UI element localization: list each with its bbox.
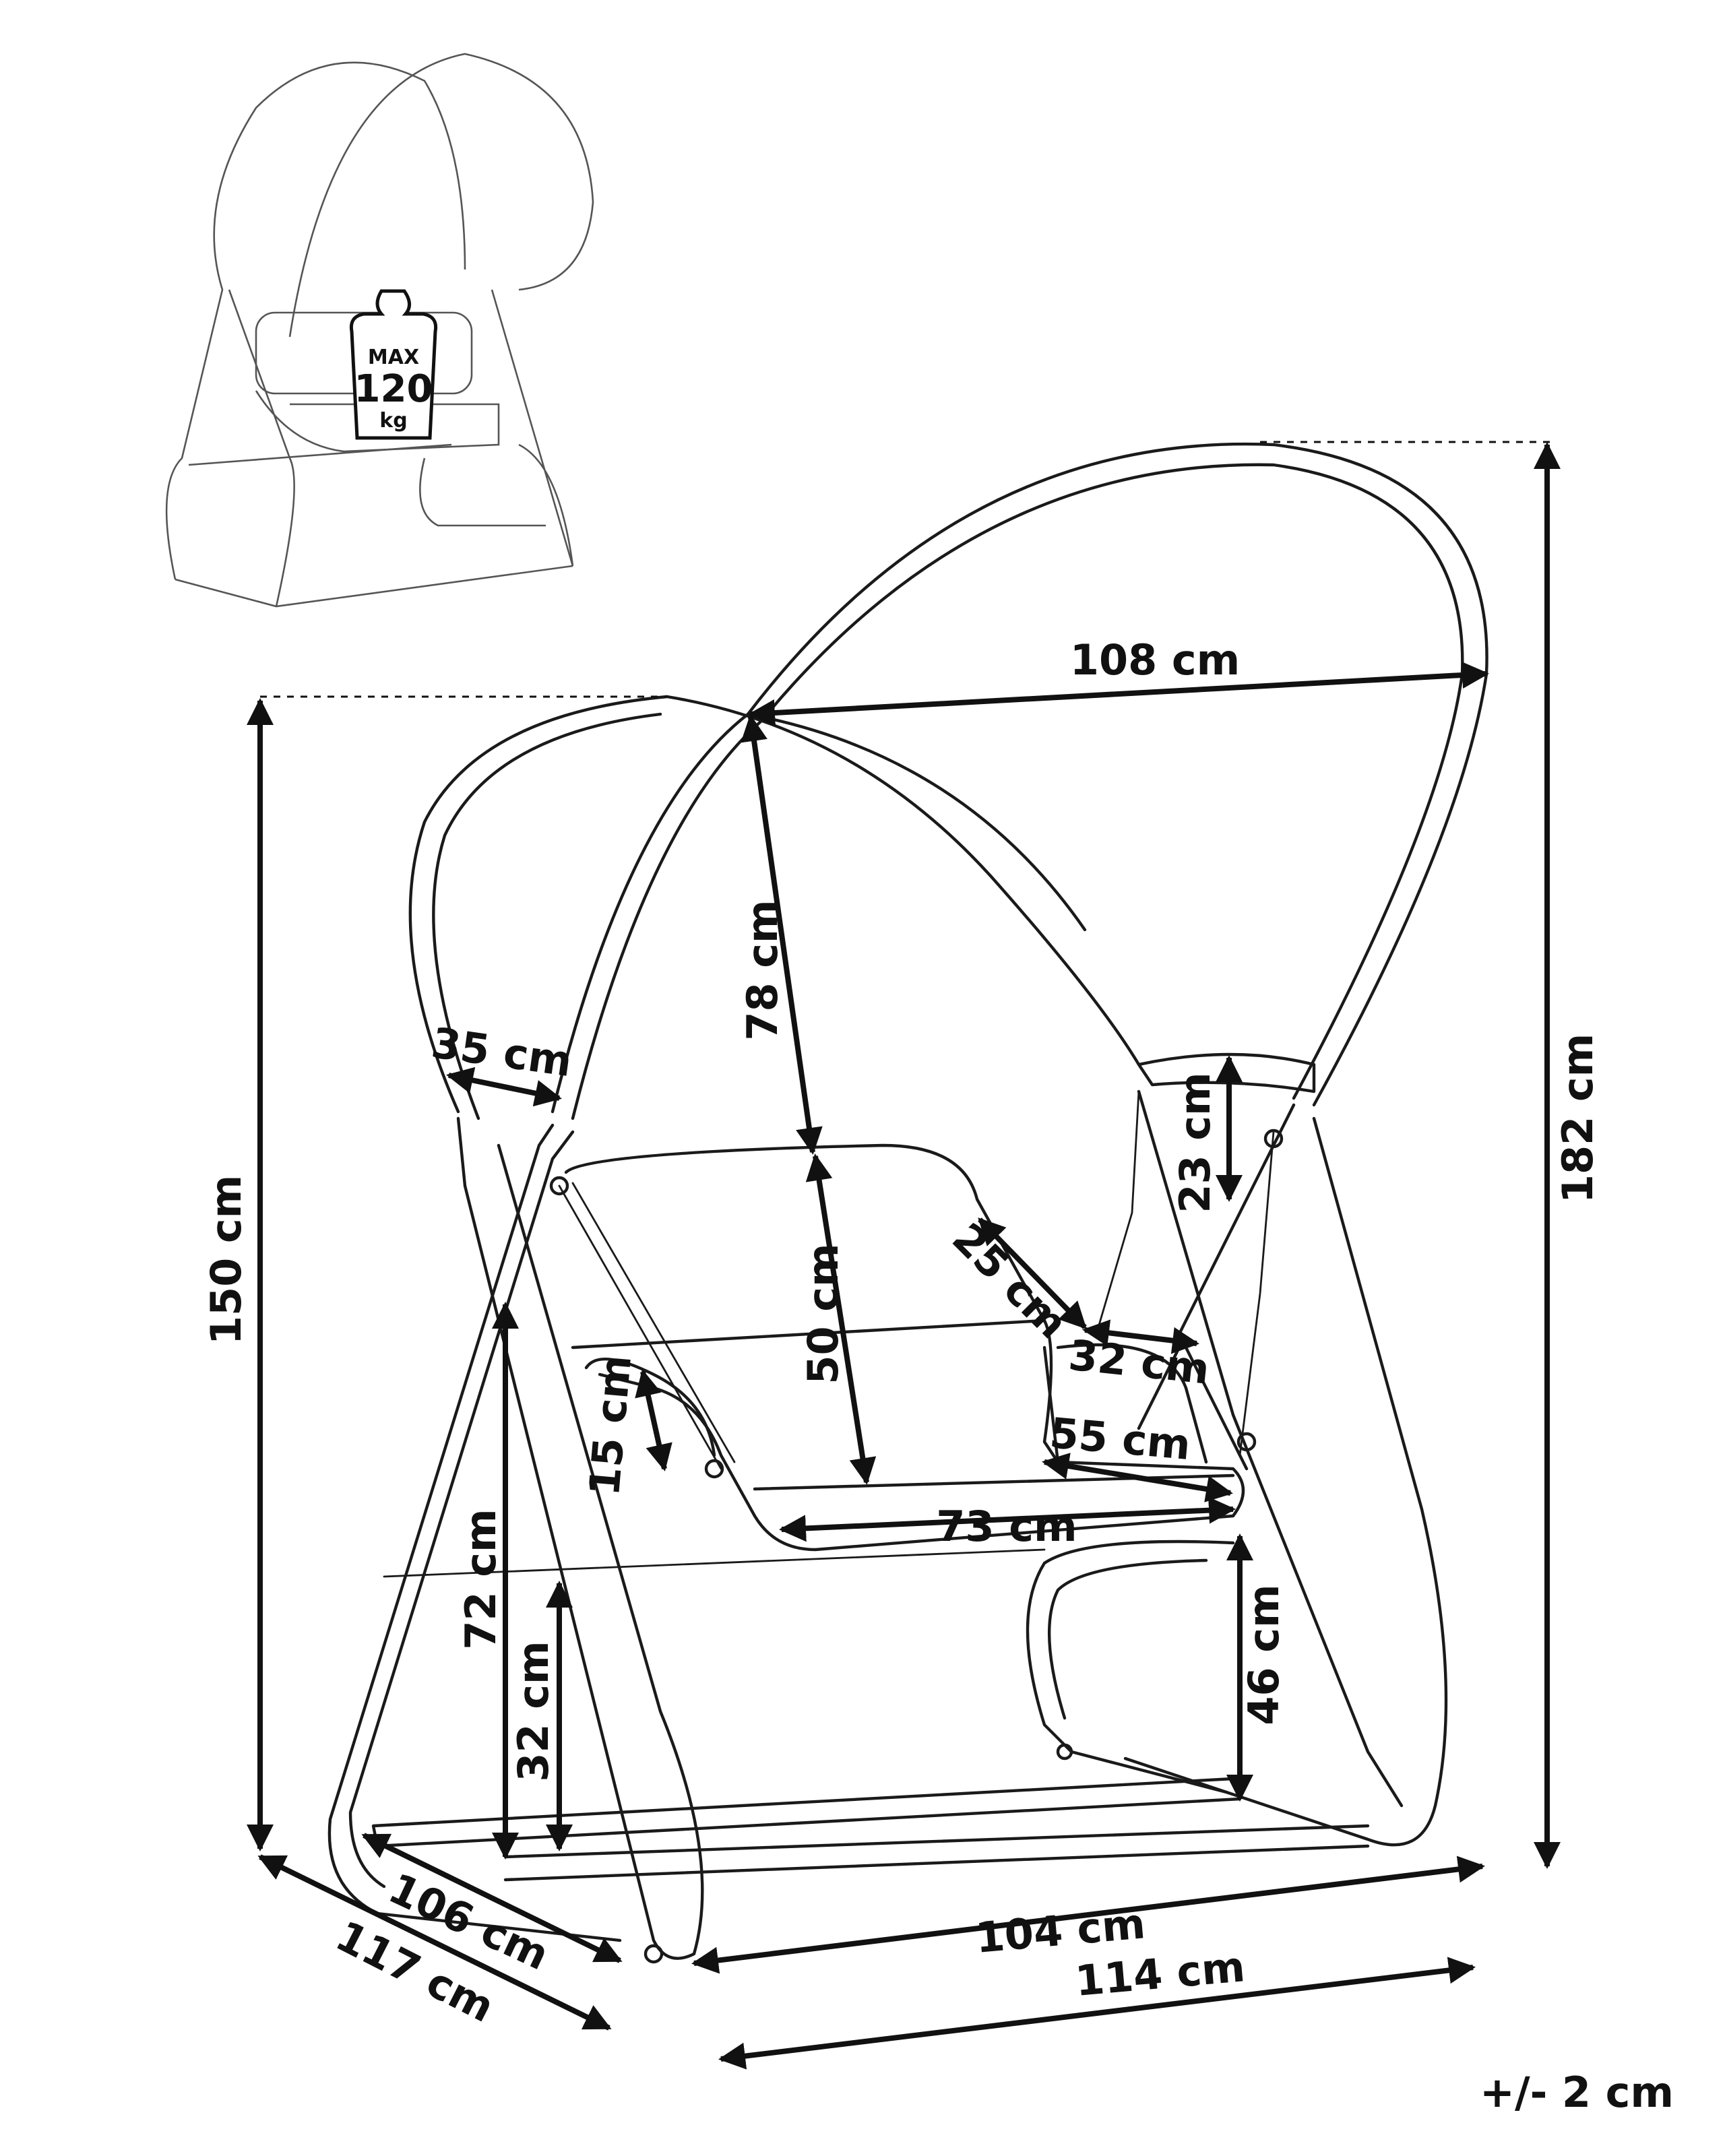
label-frame-height: 150 cm bbox=[201, 1175, 251, 1345]
label-seat-height-46: 46 cm bbox=[1239, 1584, 1288, 1725]
label-seat-height-72: 72 cm bbox=[456, 1509, 505, 1649]
max-weight-value: 120 bbox=[354, 367, 433, 411]
label-seat-width: 73 cm bbox=[936, 1502, 1077, 1551]
label-armrest-height: 25 cm bbox=[943, 1213, 1077, 1348]
label-canopy-width: 108 cm bbox=[1070, 635, 1240, 685]
max-label: MAX bbox=[368, 346, 419, 369]
label-base-height: 32 cm bbox=[509, 1641, 558, 1781]
dimension-labels: 108 cm 78 cm 35 cm 50 cm 25 cm 23 cm 32 … bbox=[201, 635, 1674, 2117]
weight-unit: kg bbox=[379, 409, 407, 433]
label-chain-top: 23 cm bbox=[1170, 1072, 1220, 1213]
label-armrest-depth: 32 cm bbox=[1067, 1330, 1212, 1393]
label-backrest-height: 50 cm bbox=[798, 1243, 848, 1384]
tolerance-note: +/- 2 cm bbox=[1480, 2068, 1674, 2117]
max-weight-icon: MAX 120 kg bbox=[349, 289, 438, 440]
label-seat-depth: 55 cm bbox=[1048, 1408, 1193, 1469]
label-canopy-depth: 78 cm bbox=[738, 899, 787, 1040]
label-side-height: 15 cm bbox=[579, 1353, 641, 1498]
preview-thumbnail bbox=[165, 53, 594, 608]
label-total-height: 182 cm bbox=[1553, 1034, 1602, 1203]
dimension-lines bbox=[247, 441, 1561, 2070]
